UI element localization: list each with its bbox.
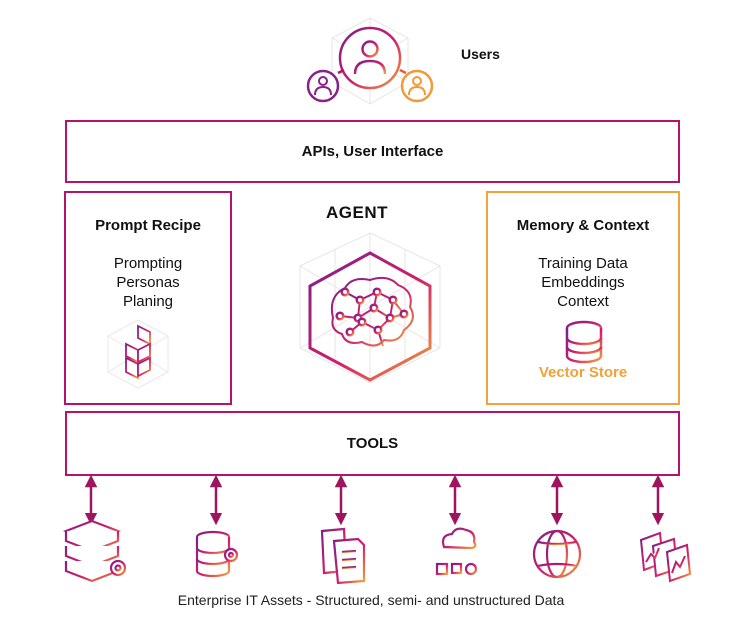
users-icon-group: [306, 17, 434, 105]
prompt-recipe-box: Prompt Recipe Prompting Personas Planing: [64, 191, 232, 405]
tools-box: TOOLS: [65, 411, 680, 476]
vector-store-label: Vector Store: [538, 364, 628, 381]
agent-title: AGENT: [326, 203, 388, 222]
connection-arrows: [84, 474, 665, 526]
agent-brain-icon: [299, 232, 441, 384]
prompt-item-personas: Personas: [116, 274, 180, 291]
puzzle-grid-icon: [107, 319, 169, 389]
documents-icon: [320, 527, 366, 585]
cloud-network-icon: [435, 527, 478, 576]
prompt-item-planing: Planing: [122, 293, 174, 310]
users-label: Users: [461, 46, 500, 62]
apis-user-interface-box: APIs, User Interface: [65, 120, 680, 183]
user-main-icon: [338, 26, 402, 90]
vector-store-icon: [565, 320, 603, 364]
enterprise-assets-caption: Enterprise IT Assets - Structured, semi-…: [177, 592, 565, 608]
charts-icon: [639, 531, 692, 583]
apis-label: APIs, User Interface: [301, 143, 444, 160]
globe-icon: [532, 529, 582, 579]
memory-item-embeddings: Embeddings: [541, 274, 625, 291]
server-stack-icon: [62, 519, 127, 583]
database-gear-icon: [195, 530, 239, 578]
memory-item-training-data: Training Data: [538, 255, 628, 272]
memory-context-box: Memory & Context Training Data Embedding…: [486, 191, 680, 405]
memory-context-title: Memory & Context: [516, 217, 650, 234]
memory-item-context: Context: [557, 293, 609, 310]
prompt-item-prompting: Prompting: [113, 255, 183, 272]
tools-label: TOOLS: [346, 435, 399, 452]
prompt-recipe-title: Prompt Recipe: [95, 217, 201, 234]
